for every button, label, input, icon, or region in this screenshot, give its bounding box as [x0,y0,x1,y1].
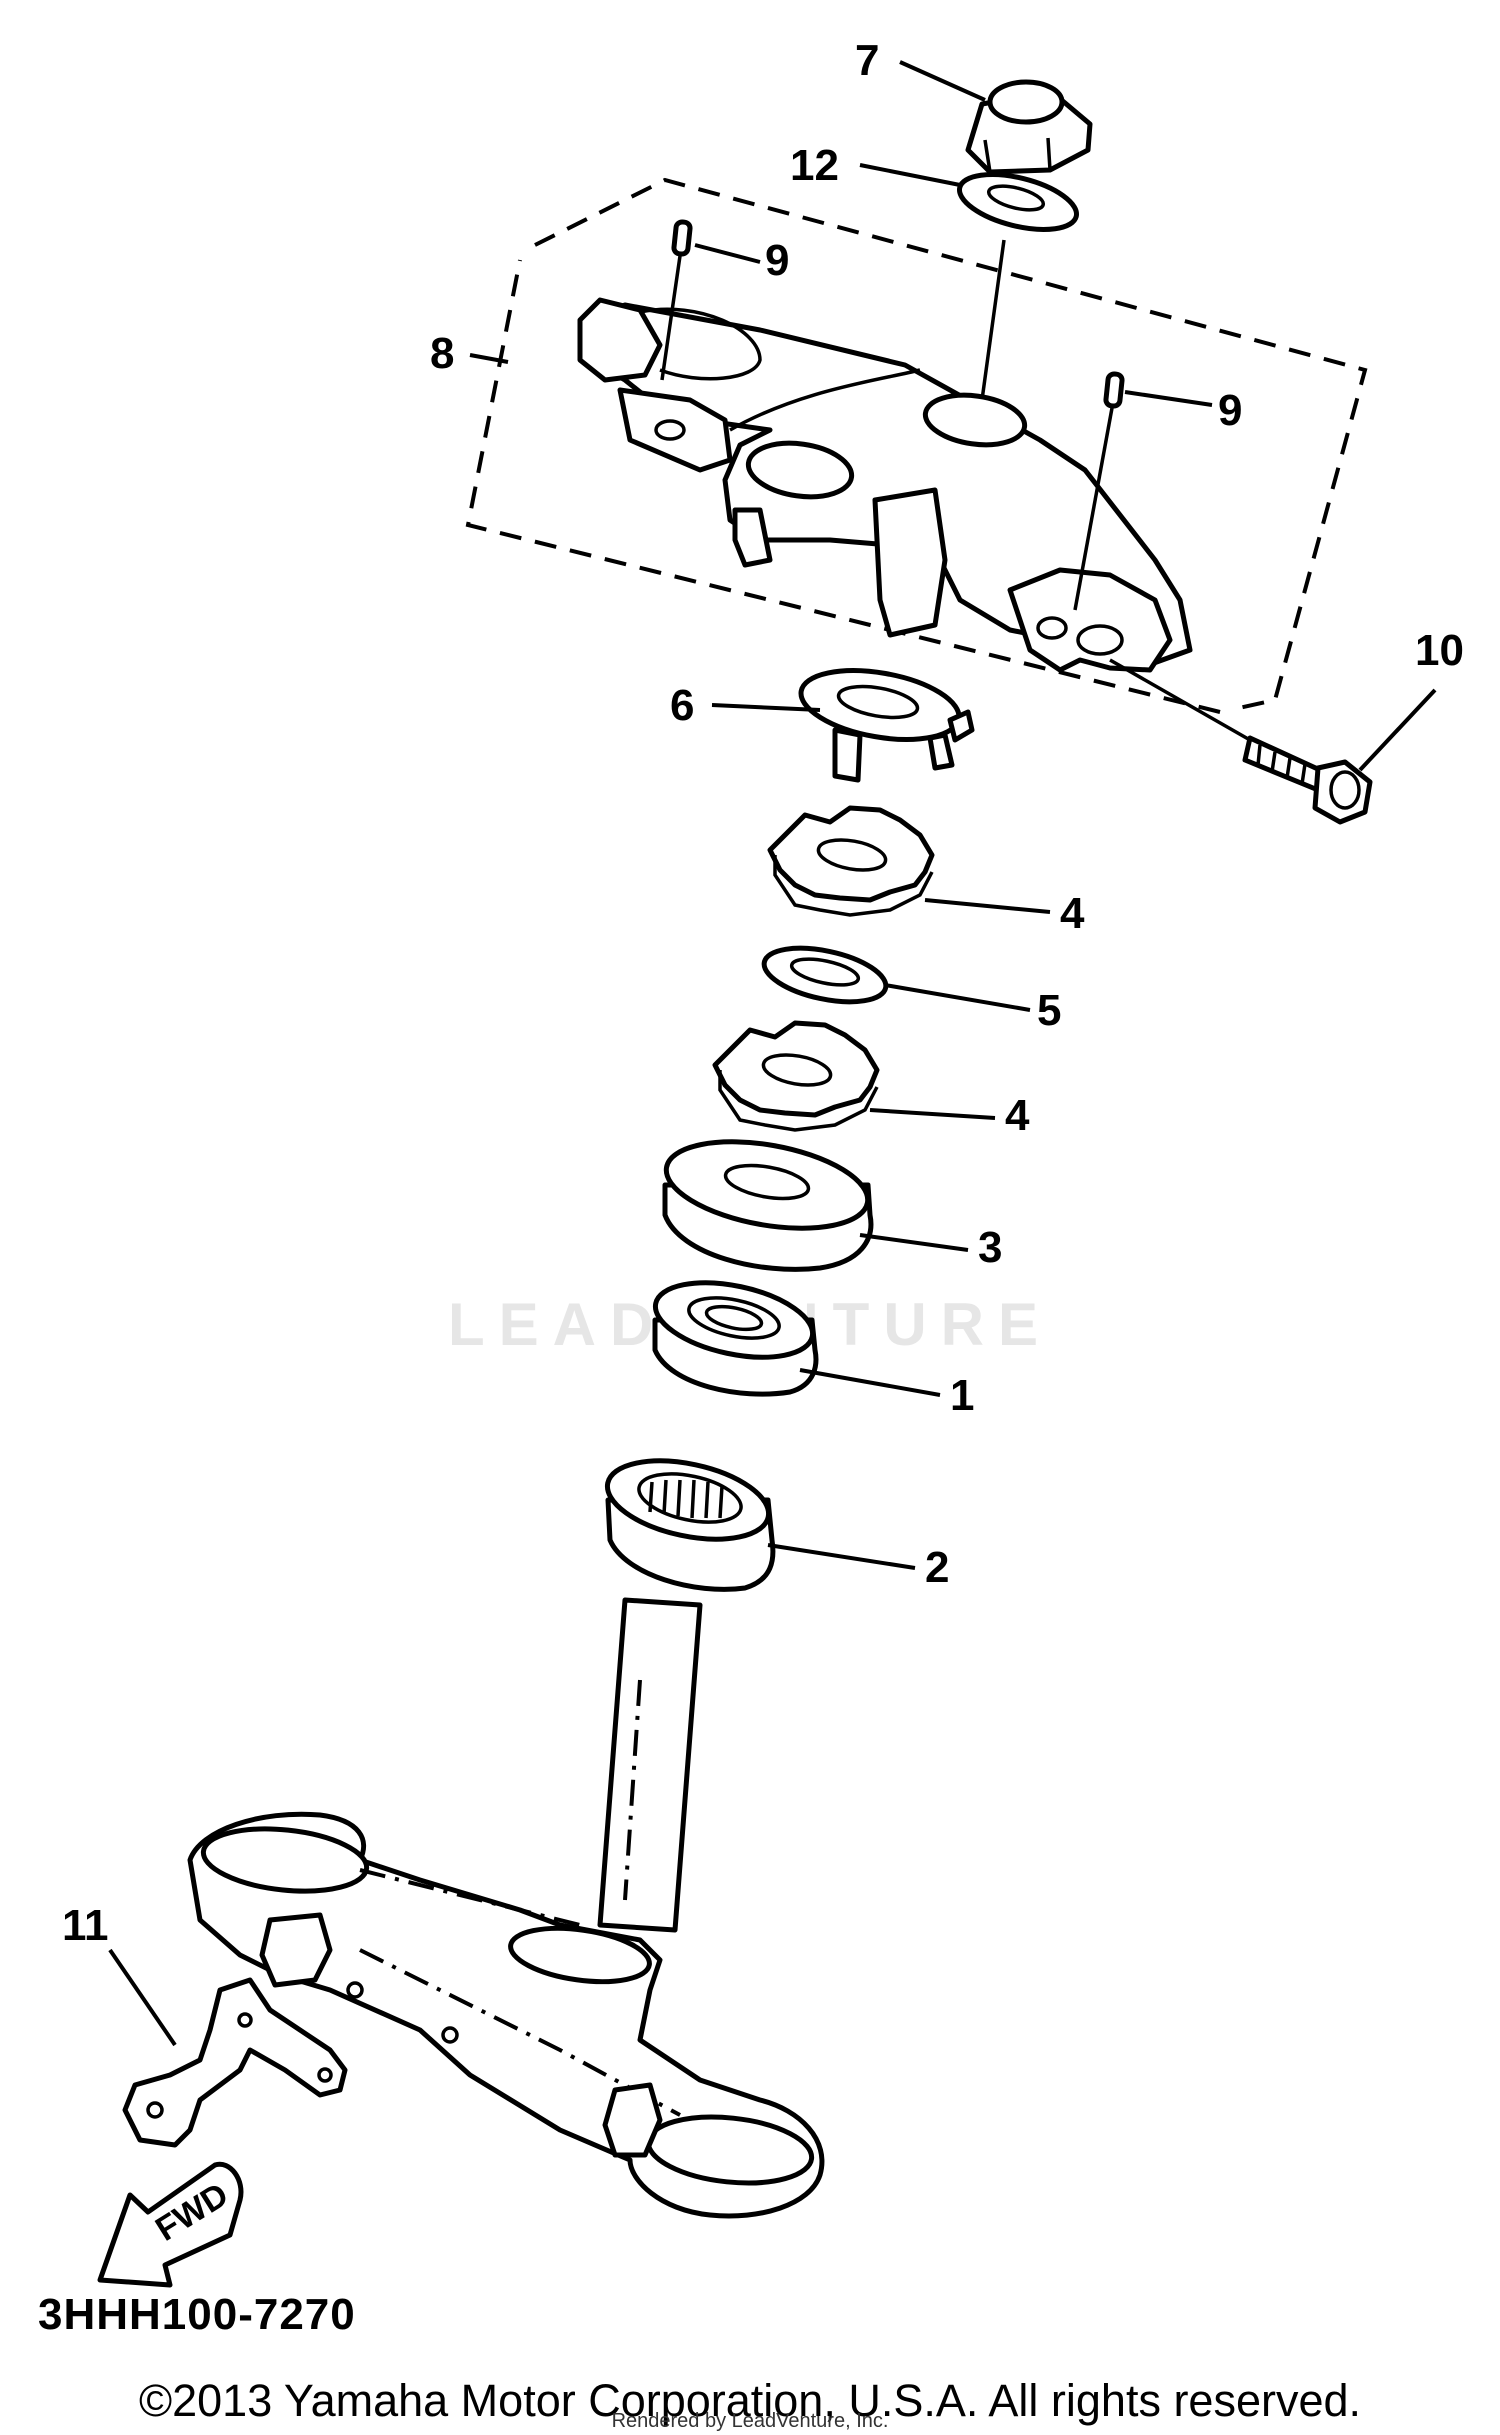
callout-2: 2 [767,1543,949,1592]
svg-text:9: 9 [1218,386,1242,435]
svg-text:10: 10 [1415,626,1464,675]
part-3-dust-seal[interactable] [660,1128,875,1272]
part-4-ring-nut-lower[interactable] [712,1020,880,1132]
part-4-ring-nut-upper[interactable] [767,805,935,917]
part-12-washer[interactable] [954,164,1082,240]
svg-text:6: 6 [670,681,694,730]
callout-8: 8 [430,329,509,378]
svg-text:9: 9 [765,236,789,285]
callout-5: 5 [884,983,1061,1035]
callout-1: 1 [799,1368,974,1420]
lower-bracket-steering-stem [187,1597,825,2219]
svg-text:5: 5 [1037,986,1061,1035]
rendered-by-notice: Rendered by LeadVenture, Inc. [611,2410,889,2432]
svg-text:2: 2 [925,1543,949,1592]
part-6-lock-washer[interactable] [796,660,975,783]
copyright-notice: ©2013 Yamaha Motor Corporation, U.S.A. A… [138,2375,1362,2426]
svg-text:1: 1 [950,1371,974,1420]
part-9-pin-right[interactable] [1073,371,1125,611]
part-11-stay[interactable] [122,1977,348,2148]
svg-text:11: 11 [62,1901,109,1950]
svg-text:4: 4 [1005,1091,1030,1140]
part-7-cap-nut[interactable] [965,79,1093,175]
callout-10: 10 [1358,626,1464,772]
callout-3: 3 [859,1223,1002,1272]
svg-text:4: 4 [1060,889,1085,938]
part-9-pin-left[interactable] [660,219,693,381]
part-2-roller-bearing[interactable] [600,1448,776,1592]
part-8-upper-bracket[interactable] [465,177,1368,714]
callout-9-right: 9 [1124,386,1242,435]
svg-text:7: 7 [855,36,879,85]
svg-text:12: 12 [790,141,839,190]
diagram-code: 3HHH100-7270 [38,2290,356,2339]
callout-9-left: 9 [694,236,789,285]
axis-line [980,239,1006,401]
callout-4-lower: 4 [869,1091,1030,1140]
part-5-washer[interactable] [759,939,890,1012]
callout-12: 12 [790,141,961,190]
svg-text:8: 8 [430,329,454,378]
callout-11: 11 [62,1901,177,2047]
callout-7: 7 [855,36,986,102]
fwd-arrow: FWD [97,2161,244,2288]
callout-6: 6 [670,681,821,730]
part-1-bearing-race[interactable] [649,1270,820,1397]
part-10-bolt[interactable] [1109,658,1373,825]
callout-4-upper: 4 [924,889,1085,938]
svg-text:3: 3 [978,1223,1002,1272]
